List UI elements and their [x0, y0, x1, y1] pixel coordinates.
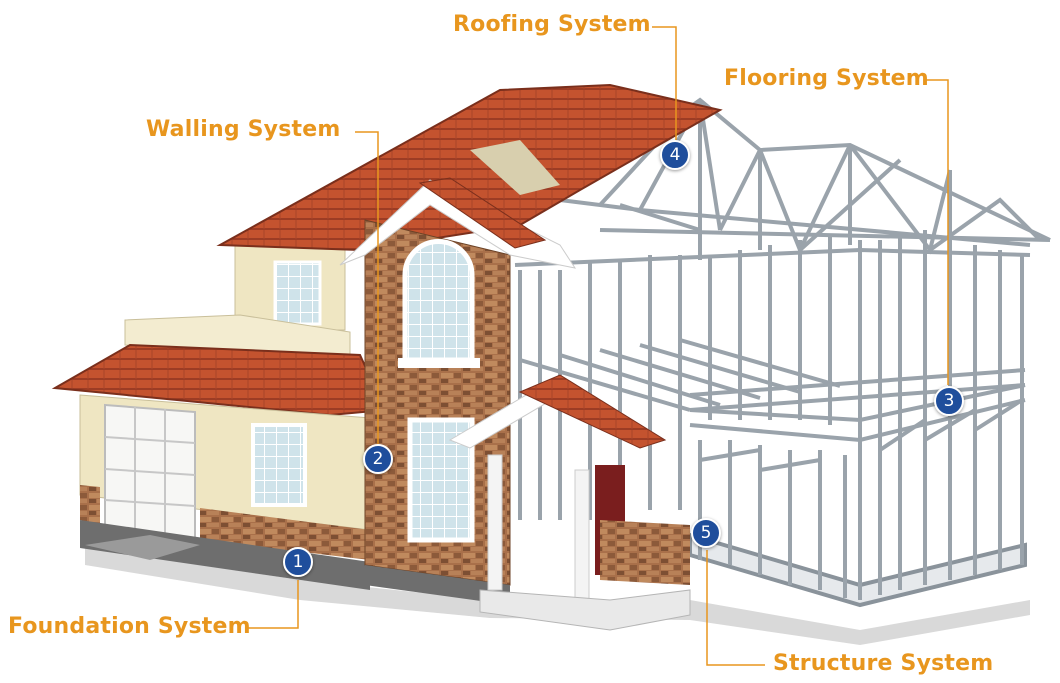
leader-line-roofing: [652, 26, 677, 140]
label-structure-system: Structure System: [773, 651, 994, 676]
steel-frame: [514, 97, 1051, 608]
label-flooring-system: Flooring System: [724, 66, 929, 91]
leader-line-flooring: [925, 79, 949, 385]
badge-4-roofing: 4: [660, 140, 690, 170]
badge-2-walling: 2: [363, 444, 393, 474]
badge-3-flooring: 3: [934, 386, 964, 416]
badge-5-structure: 5: [691, 518, 721, 548]
badge-1-foundation: 1: [283, 547, 313, 577]
leader-line-walling: [355, 131, 379, 445]
label-roofing-system: Roofing System: [453, 12, 651, 37]
label-foundation-system: Foundation System: [8, 614, 251, 639]
leader-line-foundation: [248, 580, 299, 629]
arched-window: [402, 239, 475, 363]
label-walling-system: Walling System: [146, 117, 341, 142]
ground-shadow: [85, 548, 1030, 645]
leader-line-structure: [706, 550, 765, 666]
